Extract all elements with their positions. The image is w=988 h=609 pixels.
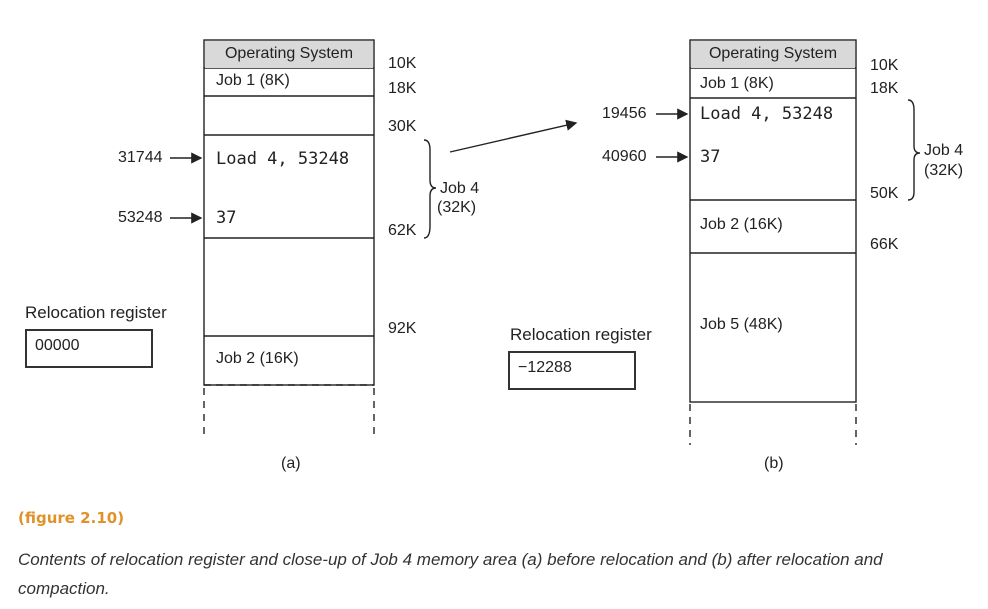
os-segment-b: Operating System [691, 41, 855, 68]
load-instruction-b: Load 4, 53248 [700, 104, 834, 124]
figure-caption: Contents of relocation register and clos… [18, 550, 883, 598]
register-label-a: Relocation register [25, 303, 167, 322]
address-40960-b: 40960 [602, 148, 647, 165]
right-label-62k-a: 62K [388, 222, 417, 239]
job1-segment-a: Job 1 (8K) [216, 72, 290, 89]
panel-caption-b: (b) [764, 455, 784, 472]
right-label-92k-a: 92K [388, 320, 417, 337]
right-label-10k-b: 10K [870, 57, 899, 74]
brace-label-job4-a: Job 4 [440, 180, 480, 197]
right-label-10k-a: 10K [388, 55, 417, 72]
right-label-18k-b: 18K [870, 80, 899, 97]
address-31744-a: 31744 [118, 149, 163, 166]
brace-label-job4-b: Job 4 [924, 142, 964, 159]
value-37-b: 37 [700, 147, 721, 167]
address-19456-b: 19456 [602, 105, 647, 122]
job1-segment-b: Job 1 (8K) [700, 75, 774, 92]
os-segment-a: Operating System [205, 41, 373, 68]
job2-segment-a: Job 2 (16K) [216, 350, 299, 367]
brace-label-size-a: (32K) [437, 199, 477, 216]
register-box-b: −12288 [508, 351, 636, 390]
right-label-50k-b: 50K [870, 185, 899, 202]
load-instruction-a: Load 4, 53248 [216, 149, 350, 169]
right-label-30k-a: 30K [388, 118, 417, 135]
register-label-b: Relocation register [510, 325, 652, 344]
address-53248-a: 53248 [118, 209, 163, 226]
job2-segment-b: Job 2 (16K) [700, 216, 783, 233]
value-37-a: 37 [216, 208, 237, 228]
register-box-a: 00000 [25, 329, 153, 368]
right-label-66k-b: 66K [870, 236, 899, 253]
figure-label: (figure 2.10) [18, 509, 125, 527]
panel-caption-a: (a) [281, 455, 301, 472]
brace-label-size-b: (32K) [924, 162, 964, 179]
right-label-18k-a: 18K [388, 80, 417, 97]
job5-segment-b: Job 5 (48K) [700, 316, 783, 333]
